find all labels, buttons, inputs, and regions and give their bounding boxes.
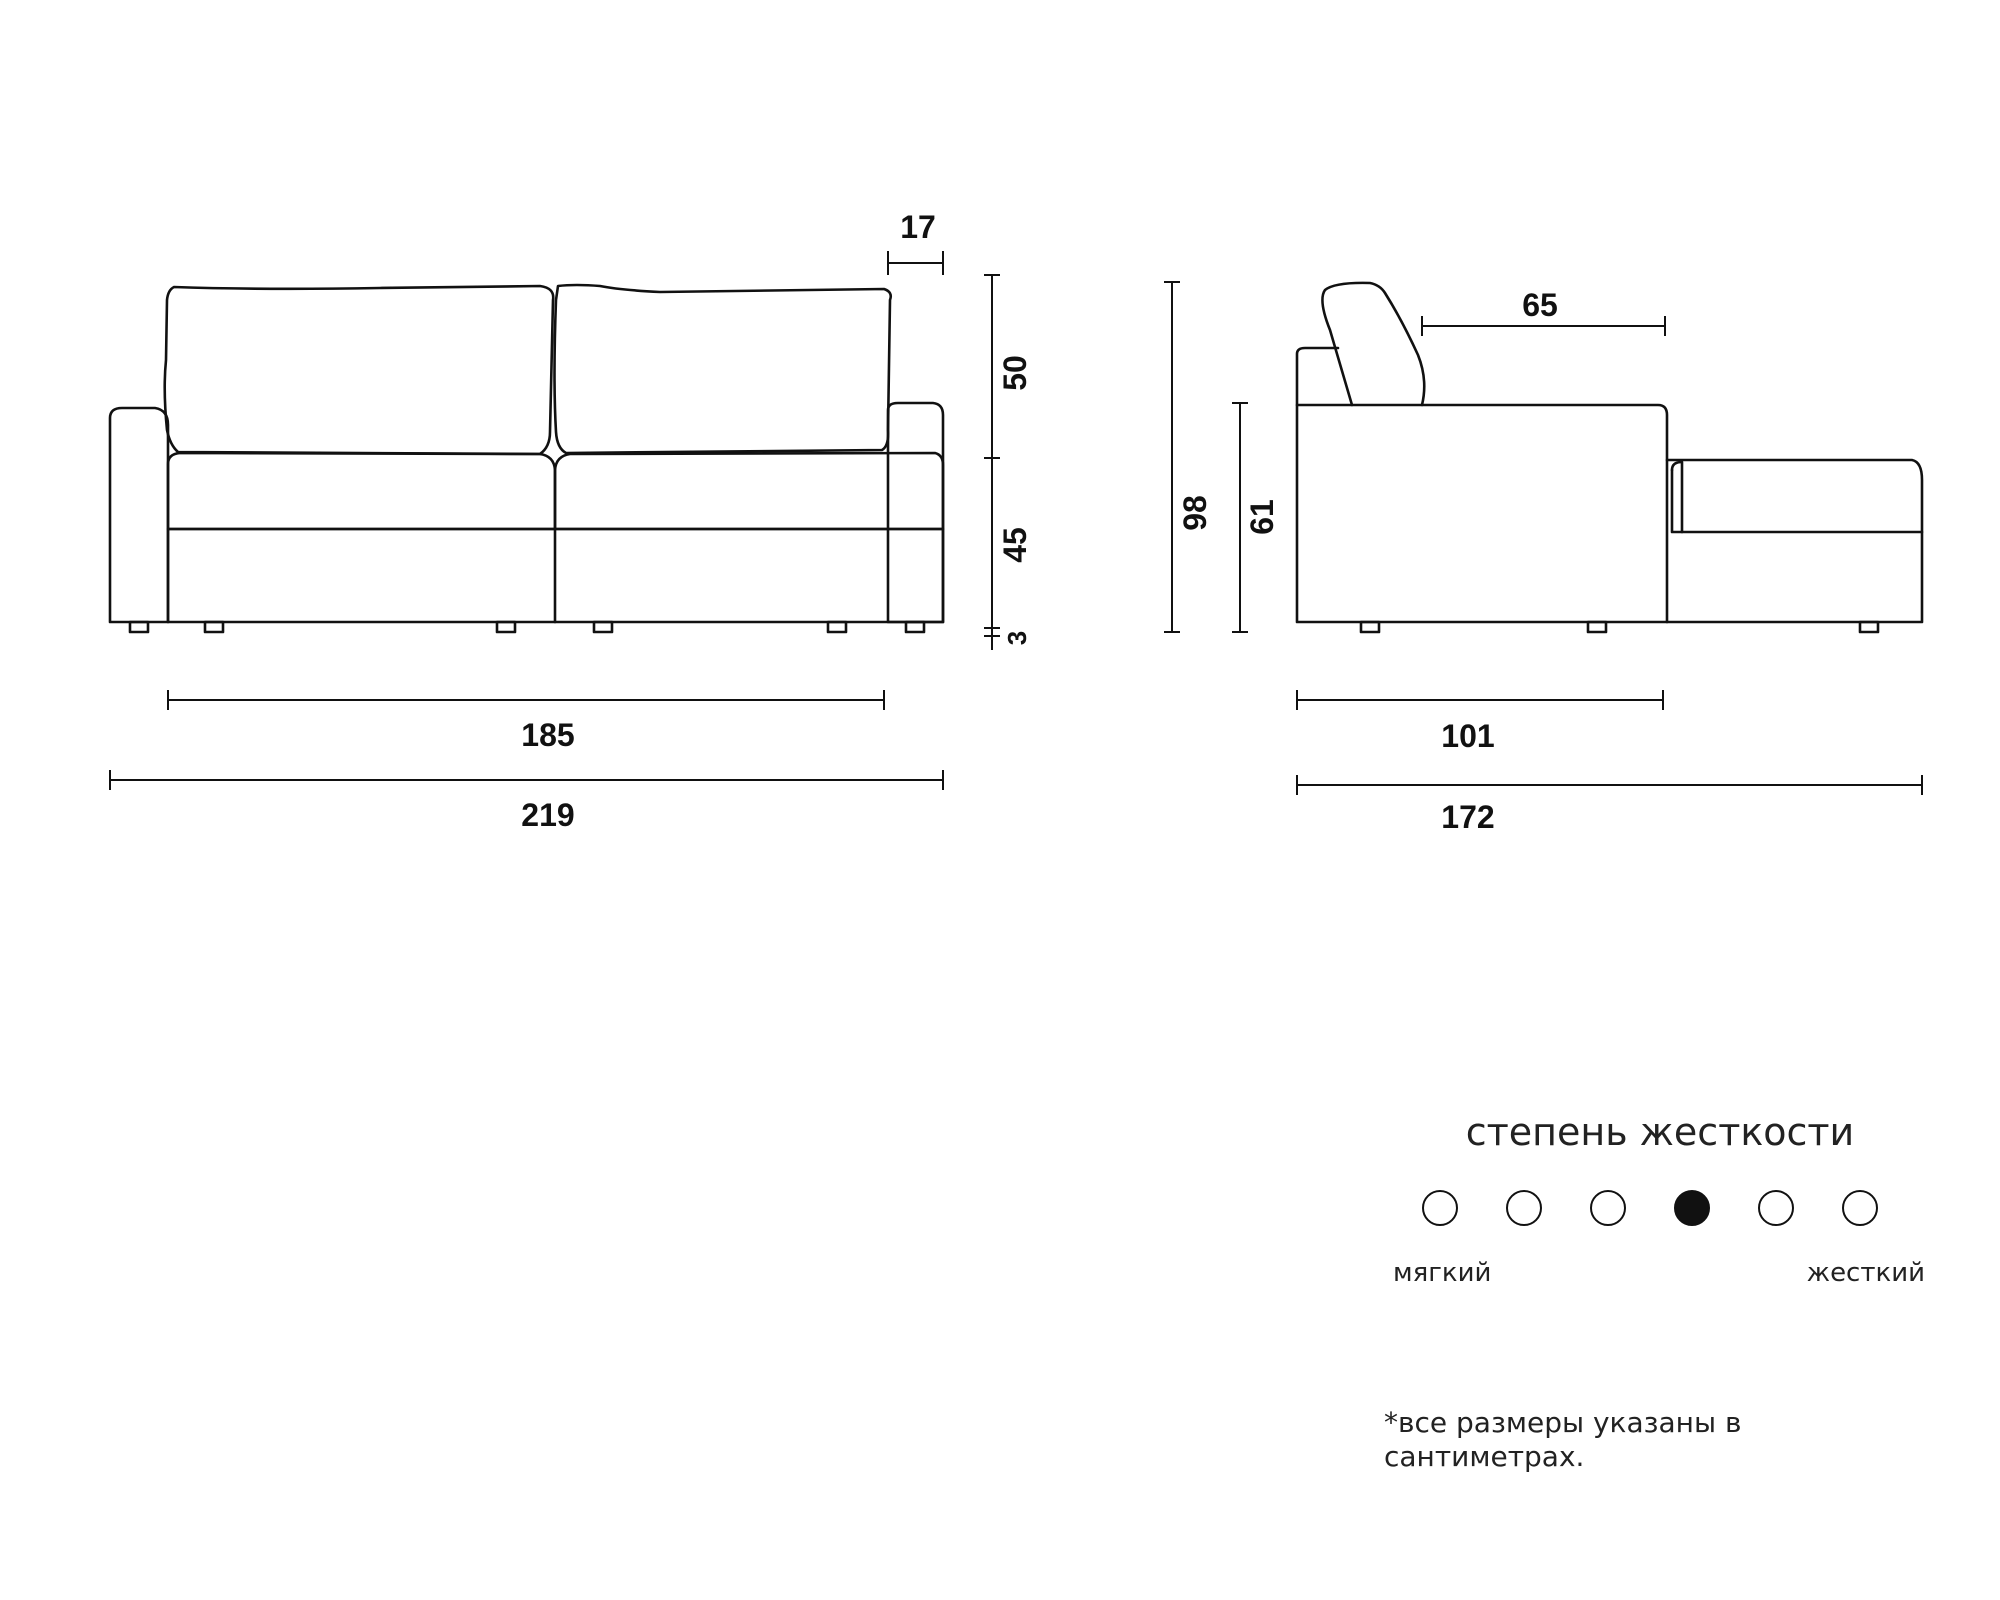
dim-label-inner-width: 185 (521, 717, 574, 753)
firmness-dot-4 (1674, 1190, 1710, 1226)
leg (128, 620, 150, 634)
dim-line-total-width (109, 770, 944, 790)
dim-line-seat-depth (1421, 316, 1666, 336)
dim-line-arm-width (887, 251, 944, 275)
dim-label-total-height: 98 (1177, 495, 1213, 531)
firmness-dot-2 (1506, 1190, 1542, 1226)
leg (592, 620, 614, 634)
back-cushion-left (163, 284, 555, 456)
dim-label-leg-height: 3 (1002, 631, 1032, 645)
leg (1858, 620, 1880, 634)
front-view (108, 283, 945, 634)
side-extension-cushion (1670, 460, 1924, 534)
leg (904, 620, 926, 634)
firmness-legend: степень жесткости мягкий жесткий (1380, 1080, 1940, 1320)
dim-label-arm-width: 17 (900, 209, 936, 245)
dim-line-total-height (1164, 281, 1180, 633)
leg (1359, 620, 1381, 634)
dim-line-arm-height (1232, 402, 1248, 633)
dim-label-extended-depth: 172 (1441, 799, 1494, 835)
back-cushion-right (553, 283, 893, 455)
firmness-title: степень жесткости (1465, 1110, 1855, 1154)
armrest-right (886, 401, 945, 624)
side-body (1295, 403, 1669, 624)
side-extension (1665, 458, 1924, 624)
side-armrest (1295, 346, 1340, 407)
dim-line-vertical (984, 274, 1000, 650)
side-back-cushion (1321, 281, 1426, 407)
dim-label-total-width: 219 (521, 797, 574, 833)
seat-cushion-right (553, 451, 945, 531)
seat-cushion-left (166, 451, 557, 531)
front-dimensions: 17 50 45 3 185 219 (109, 209, 1033, 833)
firmness-dot-6 (1842, 1190, 1878, 1226)
side-extension-edge (1670, 468, 1684, 534)
dim-label-seat-depth: 65 (1522, 287, 1558, 323)
dim-label-arm-height: 61 (1244, 499, 1280, 535)
side-dimensions: 98 61 65 101 172 (1164, 281, 1923, 835)
dim-line-extended-depth (1296, 775, 1923, 795)
firmness-dot-5 (1758, 1190, 1794, 1226)
dim-label-seat-height: 45 (997, 527, 1033, 563)
dim-line-depth (1296, 690, 1664, 710)
leg (203, 620, 225, 634)
dim-label-back-height: 50 (997, 355, 1033, 391)
firmness-scale (1380, 1190, 1940, 1240)
armrest-left (108, 406, 170, 624)
side-view (1295, 281, 1924, 634)
leg (495, 620, 517, 634)
firmness-dot-1 (1422, 1190, 1458, 1226)
leg (826, 620, 848, 634)
firmness-dot-3 (1590, 1190, 1626, 1226)
dim-line-inner-width (167, 690, 885, 710)
units-note: *все размеры указаны в сантиметрах. (1384, 1406, 1742, 1473)
dim-label-depth: 101 (1441, 718, 1494, 754)
firmness-max-label: жесткий (1806, 1258, 1925, 1288)
leg (1586, 620, 1608, 634)
firmness-min-label: мягкий (1393, 1258, 1492, 1288)
